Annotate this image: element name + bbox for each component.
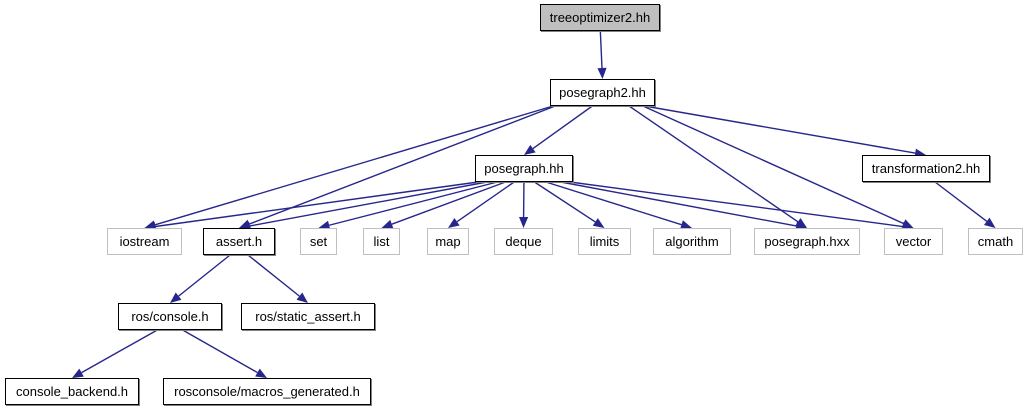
- graph-arrowhead-rosconsole-to-macrosgenerated: [255, 368, 267, 378]
- graph-node-transformation2[interactable]: transformation2.hh: [862, 155, 990, 182]
- graph-node-label: iostream: [119, 234, 170, 249]
- graph-edge-posegraph2-to-transformation2: [644, 105, 916, 154]
- graph-arrowhead-posegraph-to-limits: [592, 218, 605, 228]
- graph-edge-assert-to-rosstaticassert: [247, 254, 300, 297]
- graph-node-label: transformation2.hh: [871, 161, 981, 176]
- graph-node-label: posegraph.hxx: [764, 234, 850, 249]
- graph-arrowhead-treeoptimizer2-to-posegraph2: [597, 67, 607, 79]
- graph-node-set[interactable]: set: [300, 228, 337, 255]
- graph-node-list[interactable]: list: [363, 228, 400, 255]
- graph-arrowhead-posegraph2-to-posegraph: [524, 144, 536, 155]
- graph-node-label: rosconsole/macros_generated.h: [174, 384, 360, 399]
- graph-node-label: map: [435, 234, 461, 249]
- graph-node-label: ros/static_assert.h: [255, 309, 361, 324]
- graph-node-label: deque: [505, 234, 542, 249]
- graph-node-deque[interactable]: deque: [494, 228, 553, 255]
- graph-edge-posegraph2-to-posegraphhxx: [628, 105, 799, 223]
- graph-node-label: assert.h: [215, 234, 263, 249]
- graph-node-vector[interactable]: vector: [884, 228, 943, 255]
- graph-edge-posegraph-to-vector: [569, 181, 903, 228]
- graph-edge-treeoptimizer2-to-posegraph2: [599, 30, 603, 69]
- graph-node-posegraph[interactable]: posegraph.hh: [475, 155, 573, 182]
- graph-edge-posegraph-to-limits: [534, 181, 596, 223]
- graph-node-label: vector: [895, 234, 932, 249]
- graph-node-macrosgenerated[interactable]: rosconsole/macros_generated.h: [163, 378, 371, 405]
- graph-arrowhead-posegraph2-to-vector: [901, 219, 914, 228]
- graph-node-label: list: [373, 234, 390, 249]
- graph-edge-rosconsole-to-macrosgenerated: [182, 329, 258, 374]
- graph-arrowhead-assert-to-rosconsole: [170, 292, 182, 303]
- graph-node-label: algorithm: [665, 234, 719, 249]
- graph-node-limits[interactable]: limits: [578, 228, 631, 255]
- graph-node-label: set: [309, 234, 328, 249]
- graph-arrowhead-rosconsole-to-consolebackend: [72, 368, 84, 378]
- graph-node-posegraph2[interactable]: posegraph2.hh: [550, 79, 655, 106]
- graph-edge-posegraph-to-map: [456, 181, 515, 223]
- graph-edge-posegraph-to-set: [328, 181, 498, 226]
- graph-edge-rosconsole-to-consolebackend: [81, 329, 158, 374]
- graph-node-label: posegraph2.hh: [559, 85, 646, 100]
- graph-edge-posegraph-to-iostream: [155, 181, 479, 228]
- graph-edge-posegraph-to-posegraphhxx: [560, 181, 797, 227]
- graph-arrowhead-transformation2-to-cmath: [983, 217, 996, 228]
- graph-arrowhead-assert-to-rosstaticassert: [296, 292, 308, 303]
- graph-arrowhead-posegraph-to-deque: [519, 216, 529, 228]
- graph-node-label: limits: [589, 234, 620, 249]
- graph-arrowhead-posegraph-to-map: [448, 217, 460, 228]
- graph-node-label: treeoptimizer2.hh: [549, 10, 651, 25]
- graph-node-label: posegraph.hh: [484, 161, 564, 176]
- graph-node-algorithm[interactable]: algorithm: [653, 228, 731, 255]
- graph-node-treeoptimizer2[interactable]: treeoptimizer2.hh: [540, 4, 660, 31]
- graph-node-assert[interactable]: assert.h: [203, 228, 275, 255]
- graph-edge-posegraph-to-assert: [249, 181, 488, 227]
- graph-edge-posegraph-to-algorithm: [545, 181, 682, 226]
- graph-node-rosstaticassert[interactable]: ros/static_assert.h: [241, 303, 375, 330]
- graph-node-posegraphhxx[interactable]: posegraph.hxx: [754, 228, 860, 255]
- graph-node-cmath[interactable]: cmath: [968, 228, 1023, 255]
- graph-edge-assert-to-rosconsole: [178, 254, 231, 297]
- graph-edge-transformation2-to-cmath: [934, 181, 988, 222]
- graph-edge-posegraph2-to-posegraph: [532, 105, 593, 150]
- graph-node-label: ros/console.h: [131, 309, 209, 324]
- graph-node-iostream[interactable]: iostream: [107, 228, 182, 255]
- graph-edge-posegraph-to-list: [391, 181, 506, 225]
- graph-node-label: console_backend.h: [15, 384, 129, 399]
- graph-arrowhead-posegraph2-to-posegraphhxx: [795, 217, 807, 228]
- graph-node-map[interactable]: map: [427, 228, 469, 255]
- graph-node-label: cmath: [977, 234, 1014, 249]
- graph-node-consolebackend[interactable]: console_backend.h: [5, 378, 139, 405]
- graph-node-rosconsole[interactable]: ros/console.h: [118, 303, 222, 330]
